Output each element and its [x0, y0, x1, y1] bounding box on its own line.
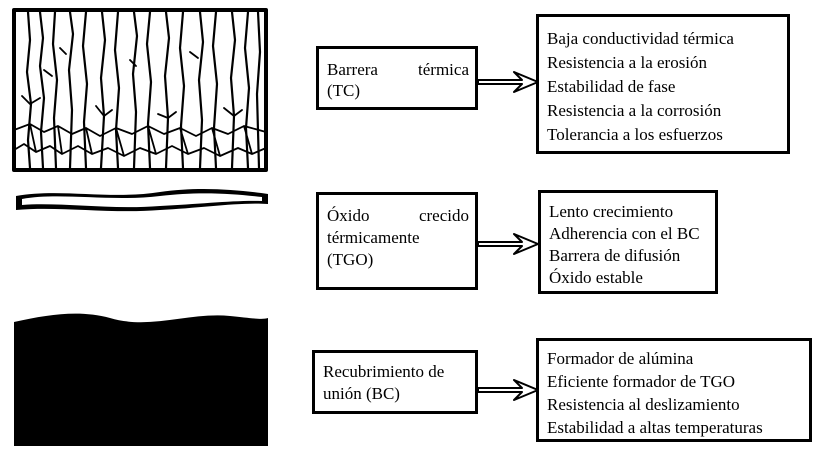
tc-label-line-2: (TC)	[327, 81, 361, 100]
tgo-label-line-2: térmicamente	[327, 228, 420, 247]
tgo-microstructure	[16, 188, 268, 212]
tc-microstructure	[12, 8, 268, 172]
tc-property: Estabilidad de fase	[547, 77, 676, 96]
tc-label-box: Barrera térmica (TC)	[316, 46, 478, 110]
bc-property: Formador de alúmina	[547, 349, 694, 368]
bc-property: Eficiente formador de TGO	[547, 372, 736, 391]
bc-label-line-2: unión (BC)	[323, 384, 400, 403]
bc-property: Resistencia al deslizamiento	[547, 395, 740, 414]
tgo-property: Barrera de difusión	[549, 246, 681, 265]
tc-property: Tolerancia a los esfuerzos	[547, 125, 723, 144]
arrow-tgo	[477, 233, 539, 255]
tgo-label-line-1: Óxido crecido	[327, 206, 469, 225]
tc-property: Resistencia a la corrosión	[547, 101, 722, 120]
tc-property: Baja conductividad térmica	[547, 29, 734, 48]
arrows	[477, 71, 539, 401]
tgo-properties-box: Lento crecimiento Adherencia con el BC B…	[538, 190, 718, 294]
tgo-property: Adherencia con el BC	[549, 224, 700, 243]
arrow-bc	[477, 379, 539, 401]
bc-property: Estabilidad a altas temperaturas	[547, 418, 763, 437]
bc-microstructure	[14, 313, 268, 446]
tc-label-line-1: Barrera térmica	[327, 60, 469, 79]
bc-label-box: Recubrimiento de unión (BC)	[312, 350, 478, 414]
tgo-property: Lento crecimiento	[549, 202, 674, 221]
bc-label-line-1: Recubrimiento de	[323, 362, 445, 381]
arrow-tc	[477, 71, 539, 93]
tgo-label-line-3: (TGO)	[327, 250, 374, 269]
tc-properties-box: Baja conductividad térmica Resistencia a…	[536, 14, 790, 154]
tgo-property: Óxido estable	[549, 268, 643, 287]
tc-property: Resistencia a la erosión	[547, 53, 708, 72]
bc-properties-box: Formador de alúmina Eficiente formador d…	[536, 338, 812, 442]
tgo-label-box: Óxido crecido térmicamente (TGO)	[316, 192, 478, 290]
